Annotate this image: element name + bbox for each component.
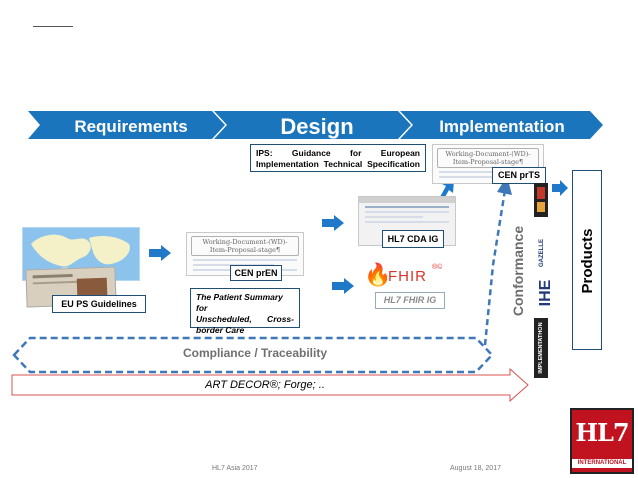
cen-prts-label: CEN prTS — [497, 170, 540, 180]
conformance-label: Conformance — [510, 225, 526, 317]
hl7-logo-text: HL7 — [575, 418, 629, 447]
patient-summary-box: The Patient Summary for Unscheduled, Cro… — [190, 288, 300, 335]
conformance-logo-top — [534, 183, 548, 217]
patient-summary-line2: Unscheduled, Cross- — [196, 314, 294, 324]
products-label: Products — [579, 228, 596, 294]
cen-pren-doc-header: Working-Document-(WD)- Item-Proposal-sta… — [191, 236, 299, 256]
products-box: Products — [572, 170, 602, 350]
cen-pren-box: CEN prEN — [230, 265, 282, 281]
hl7-cda-ig-box: HL7 CDA IG — [382, 230, 444, 248]
design-chevron — [214, 111, 411, 139]
patient-summary-line1: The Patient Summary for — [196, 292, 283, 313]
doc-header-line2: Item-Proposal-stage¶ — [209, 246, 281, 254]
cen-prts-box: CEN prTS — [492, 167, 546, 184]
phase-design: Design — [280, 114, 353, 139]
doc-header-line1: Working-Document-(WD)- — [202, 238, 288, 246]
ips-guidance-text: IPS: Guidance for European Implementatio… — [256, 148, 420, 169]
implementation-chevron — [400, 111, 603, 139]
conformance-dashed-arrow — [483, 189, 507, 346]
patient-summary-line3: border Care — [196, 325, 245, 335]
footer-left: HL7 Asia 2017 — [212, 465, 258, 472]
arrow-cen-to-fhir — [332, 278, 354, 294]
compliance-dashed-arrow — [12, 336, 494, 374]
fhir-logo-text: FHIR — [388, 268, 427, 285]
hl7-fhir-ig-box: HL7 FHIR IG — [375, 292, 445, 309]
doc-header-line2: Item-Proposal-stage¶ — [452, 158, 524, 166]
hl7-fhir-ig-label: HL7 FHIR IG — [383, 295, 437, 305]
requirements-chevron — [28, 111, 225, 139]
doc-header-line1: Working-Document-(WD)- — [445, 150, 531, 158]
top-rule — [33, 26, 73, 27]
footer-right: August 18, 2017 — [450, 465, 501, 472]
hl7-international-logo: HL7 INTERNATIONAL — [570, 408, 634, 474]
arrow-to-products — [552, 180, 568, 196]
hl7-cda-ig-label: HL7 CDA IG — [387, 234, 439, 244]
cen-prts-document: Working-Document-(WD)- Item-Proposal-sta… — [432, 144, 544, 184]
implementathon-logo: IMPLEMENTATHON — [534, 318, 548, 378]
phase-requirements: Requirements — [74, 117, 187, 136]
fhir-flame-icon: 🔥 — [364, 262, 392, 287]
eu-ps-guidelines-label: EU PS Guidelines — [61, 299, 137, 309]
art-decor-arrow — [11, 367, 529, 403]
cen-pren-label: CEN prEN — [234, 268, 278, 278]
eu-ps-guidelines-box: EU PS Guidelines — [52, 295, 146, 313]
art-decor-label: ART DECOR®; Forge; .. — [205, 379, 325, 391]
fhir-registered-icon: ®© — [432, 264, 443, 271]
phase-implementation: Implementation — [439, 117, 565, 136]
implementathon-text: IMPLEMENTATHON — [538, 322, 544, 374]
hl7-logo-sub: INTERNATIONAL — [572, 459, 632, 468]
fhir-logo: 🔥 FHIR ®© — [362, 262, 442, 290]
arrow-eu-to-cen — [149, 245, 171, 261]
arrow-cen-to-cda — [322, 215, 344, 231]
ihe-logo: IHE — [537, 279, 554, 307]
compliance-label: Compliance / Traceability — [182, 346, 328, 360]
ips-guidance-box: IPS: Guidance for European Implementatio… — [250, 144, 426, 172]
cen-prts-doc-header: Working-Document-(WD)- Item-Proposal-sta… — [437, 148, 539, 168]
